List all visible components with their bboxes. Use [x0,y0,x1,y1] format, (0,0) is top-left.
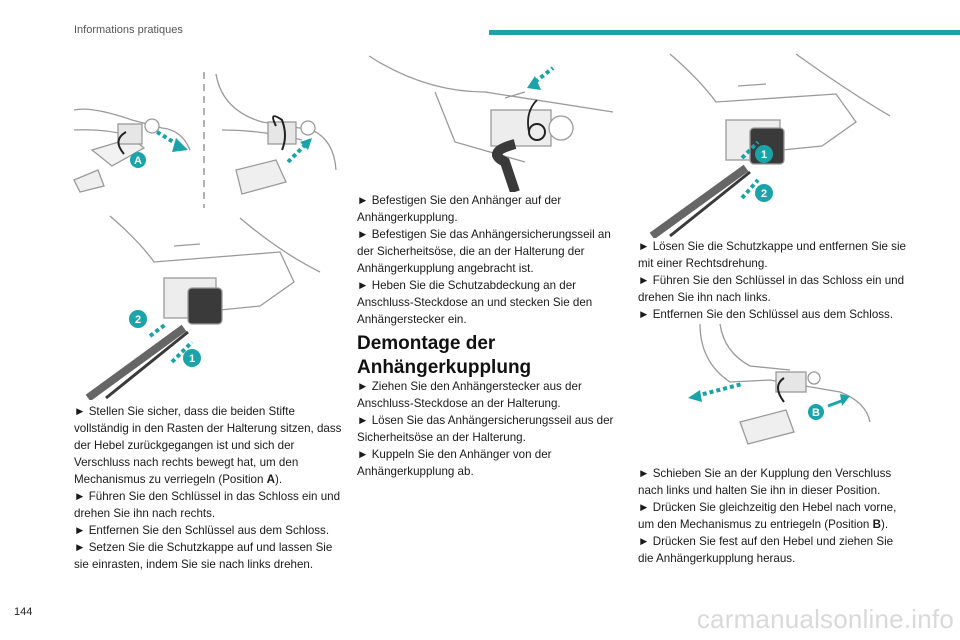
page-number: 144 [14,606,33,618]
right-column-text-2: ► Schieben Sie an der Kupplung den Versc… [638,465,910,567]
badge-b-label: B [812,407,820,419]
mid-step-3: ► Heben Sie die Schutzabdeckung an der A… [357,279,593,326]
badge-2-right-label: 2 [761,188,767,200]
illustration-key-lock-right: 1 2 [649,53,891,238]
header-title: Informations pratiques [74,24,183,36]
left-step-2: ► Führen Sie den Schlüssel in das Schlos… [74,490,341,520]
right-step-3: ► Entfernen Sie den Schlüssel aus dem Sc… [638,308,894,321]
mid-section-step-3: ► Kuppeln Sie den Anhänger von der Anhän… [357,448,552,478]
right-step-2: ► Führen Sie den Schlüssel in das Schlos… [638,274,905,304]
right2-step-2: ► Drücken Sie gleichzeitig den Hebel nac… [638,499,910,533]
left-column-text: ► Stellen Sie sicher, dass die beiden St… [74,403,346,573]
badge-1-left [183,349,201,367]
badge-a-label: A [134,155,142,167]
left-step-1: ► Stellen Sie sicher, dass die beiden St… [74,403,346,488]
badge-2-right [755,184,773,202]
right-step-1: ► Lösen Sie die Schutzkappe und entferne… [638,240,907,270]
mid-step-1: ► Befestigen Sie den Anhänger auf der An… [357,194,562,224]
watermark: carmanualsonline.info [696,604,954,634]
right2-step-1: ► Schieben Sie an der Kupplung den Versc… [638,467,892,497]
middle-section-text: ► Ziehen Sie den Anhängerstecker aus der… [357,378,615,480]
badge-a [130,152,146,168]
left-step-3: ► Entfernen Sie den Schlüssel aus dem Sc… [74,524,330,537]
badge-b [808,404,824,420]
right2-step-3: ► Drücken Sie fest auf den Hebel und zie… [638,535,894,565]
badge-1-left-label: 1 [189,353,195,365]
left-step-1-suffix: ). [275,473,283,486]
illustration-trailer-plug [368,55,614,192]
mid-section-step-1: ► Ziehen Sie den Anhängerstecker aus der… [357,380,582,410]
middle-column-text: ► Befestigen Sie den Anhänger auf der An… [357,192,615,328]
badge-1-right-label: 1 [761,149,767,161]
illustration-key-lock-left: 2 1 [85,215,321,400]
badge-2-left [129,310,147,328]
left-step-4: ► Setzen Sie die Schutzkappe auf und las… [74,541,333,571]
header-accent-bar [489,30,960,35]
mid-step-2: ► Befestigen Sie das Anhängersicherungss… [357,228,611,275]
right2-step-2-suffix: ). [880,518,889,531]
illustration-unlock-position-b: B [688,323,871,445]
section-title: Demontage der Anhängerkupplung [357,333,532,378]
right-column-text: ► Lösen Sie die Schutzkappe und entferne… [638,238,910,323]
right2-step-2-position: B [872,518,881,531]
left-step-1-text: ► Stellen Sie sicher, dass die beiden St… [74,405,342,486]
right2-step-2-text: ► Drücken Sie gleichzeitig den Hebel nac… [638,501,897,531]
mid-section-step-2: ► Lösen Sie das Anhängersicherungsseil a… [357,414,614,444]
badge-1-right [755,145,773,163]
badge-2-left-label: 2 [135,314,141,326]
left-step-1-position: A [266,473,276,486]
illustration-lock-position-a: A [73,72,337,208]
